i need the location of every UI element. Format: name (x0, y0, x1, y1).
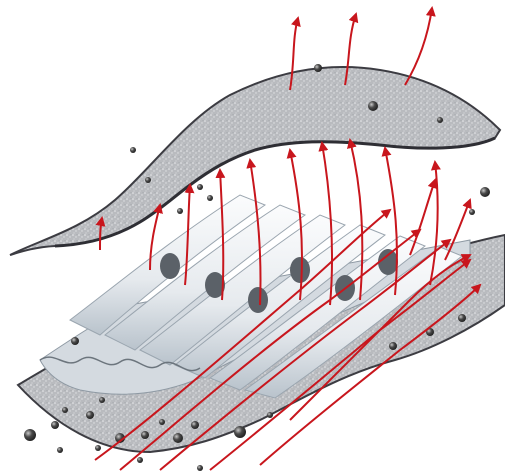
dust-particle-4 (130, 147, 136, 153)
dust-particle-27 (197, 465, 203, 471)
dust-particle-19 (86, 411, 94, 419)
dust-particle-22 (141, 431, 149, 439)
dust-particle-7 (207, 195, 213, 201)
dust-particle-28 (137, 457, 143, 463)
dust-particle-2 (368, 101, 378, 111)
dust-particle-26 (159, 419, 165, 425)
dust-particle-17 (51, 421, 59, 429)
dust-particle-1 (314, 64, 322, 72)
dust-particle-25 (234, 426, 246, 438)
dust-particle-15 (267, 412, 273, 418)
dust-particle-21 (95, 445, 101, 451)
dust-particle-3 (437, 117, 443, 123)
dust-particle-14 (458, 314, 466, 322)
dust-particle-29 (57, 447, 63, 453)
dust-particle-8 (177, 208, 183, 214)
airflow-arrow-3 (405, 8, 432, 85)
dust-particle-30 (99, 397, 105, 403)
dust-particle-16 (24, 429, 36, 441)
dust-particle-6 (197, 184, 203, 190)
dust-particle-23 (173, 433, 183, 443)
dust-particle-24 (191, 421, 199, 429)
dust-particle-18 (62, 407, 68, 413)
dust-particle-9 (480, 187, 490, 197)
airflow-arrow-20 (410, 180, 435, 255)
dust-particle-5 (145, 177, 151, 183)
dust-particle-11 (71, 337, 79, 345)
dust-particle-10 (469, 209, 475, 215)
dust-particle-12 (389, 342, 397, 350)
